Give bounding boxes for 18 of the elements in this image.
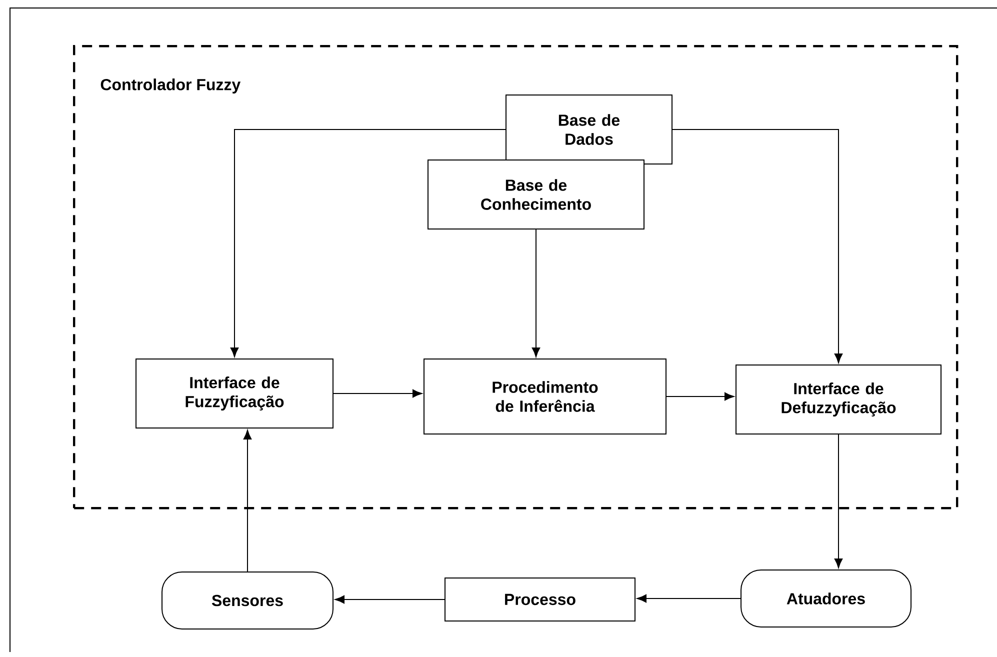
process-box: Interface de Fuzzyficação — [136, 358, 334, 428]
arrow — [243, 430, 252, 572]
arrow — [636, 594, 741, 603]
process-box: Interface de Defuzzyficação — [736, 364, 942, 434]
arrow — [672, 129, 843, 364]
arrow — [666, 392, 734, 401]
process-box: Procedimento de Inferência — [424, 358, 666, 434]
arrow — [333, 389, 422, 398]
arrow — [532, 229, 540, 358]
process-box: Base de Dados — [506, 94, 672, 164]
terminal-box: Sensores — [162, 572, 334, 630]
container-heading: Controlador Fuzzy — [100, 78, 241, 94]
terminal-box: Atuadores — [740, 570, 912, 628]
arrow — [230, 129, 506, 358]
process-box: Processo — [444, 578, 636, 622]
arrow — [334, 595, 445, 604]
arrow — [834, 434, 843, 568]
process-box: Base de Conhecimento — [428, 160, 644, 230]
